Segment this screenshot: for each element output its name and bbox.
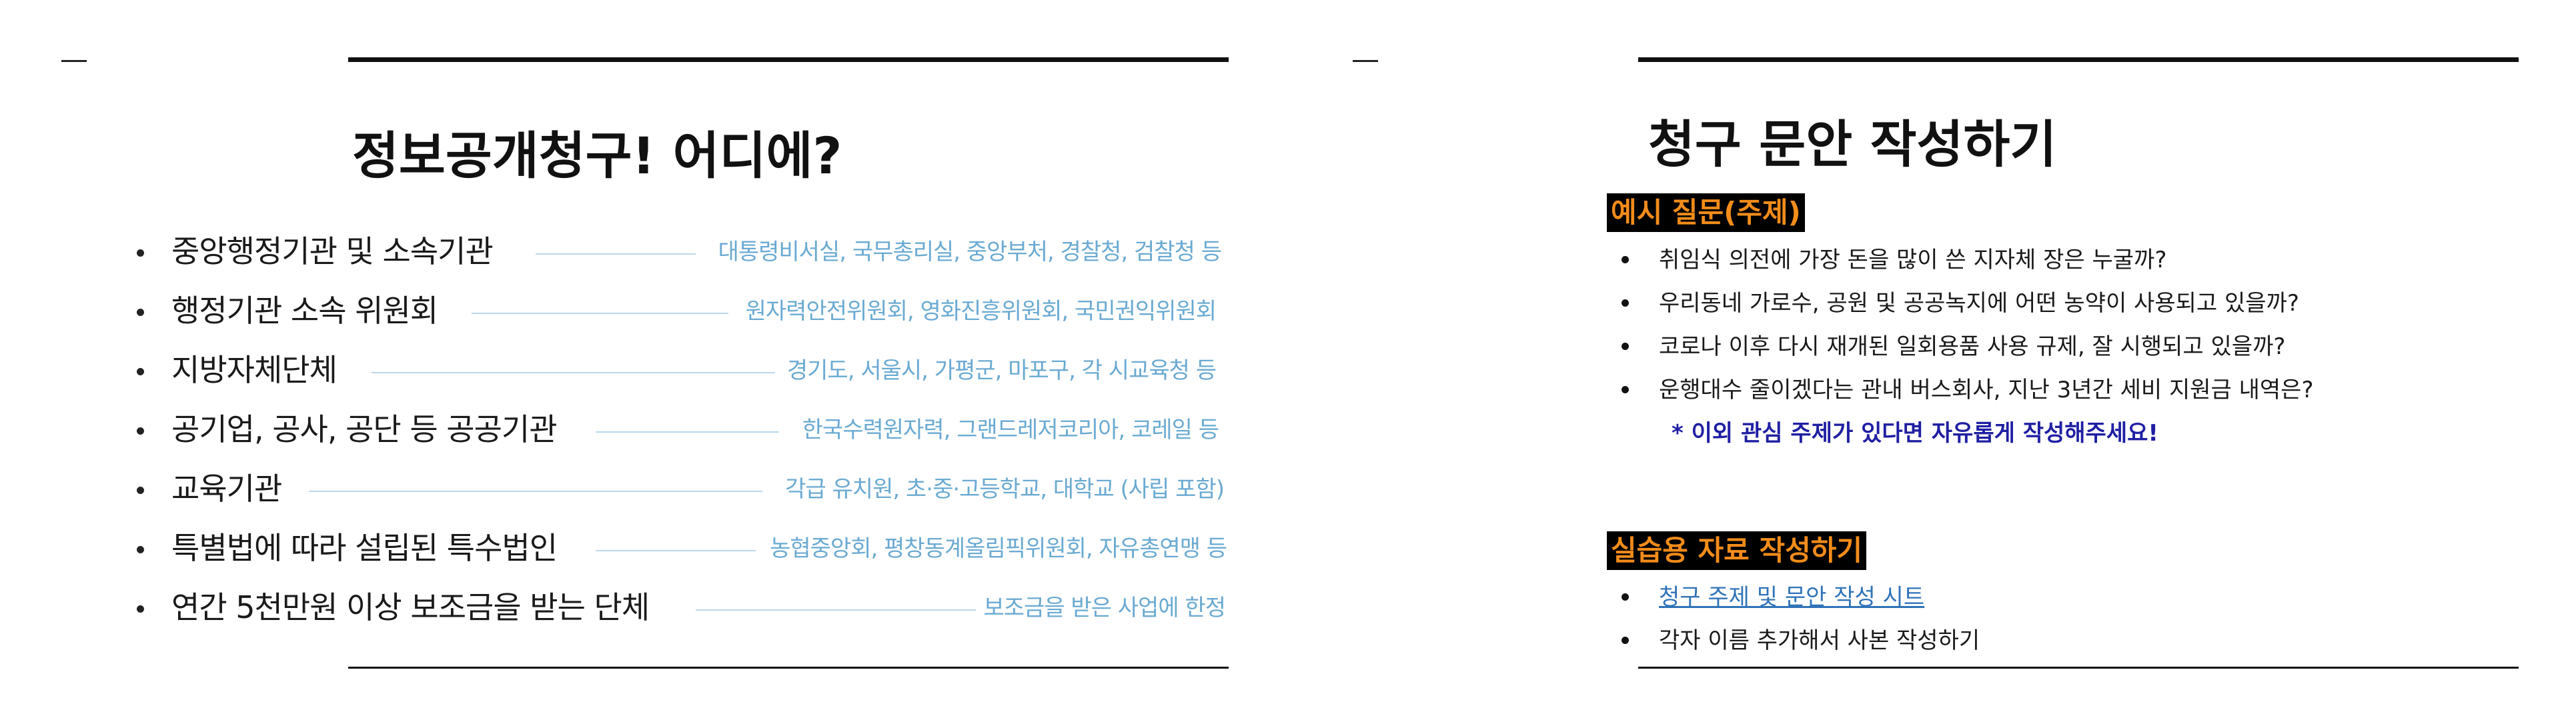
- question-text: 취임식 의전에 가장 돈을 많이 쓴 지자체 장은 누굴까?: [1659, 247, 2167, 273]
- connector-line: [596, 431, 779, 433]
- corner-dash: [61, 60, 87, 62]
- bullet-icon: [137, 487, 144, 494]
- connector-line: [472, 313, 728, 314]
- bullet-icon: [1622, 343, 1629, 350]
- list-item: 지방자체단체 경기도, 서울시, 가평군, 마포구, 각 시교육청 등: [137, 345, 1231, 405]
- practice-heading: 실습용 자료 작성하기: [1607, 531, 1867, 570]
- bullet-icon: [1622, 256, 1629, 263]
- top-rule: [348, 57, 1229, 62]
- list-item: 공기업, 공사, 공단 등 공공기관 한국수력원자력, 그랜드레저코리아, 코레…: [137, 405, 1231, 464]
- connector-line: [596, 550, 756, 551]
- question-text: 운행대수 줄이겠다는 관내 버스회사, 지난 3년간 세비 지원금 내역은?: [1659, 377, 2314, 403]
- institution-label: 연간 5천만원 이상 보조금을 받는 단체: [171, 589, 650, 625]
- list-item: 중앙행정기관 및 소속기관 대통령비서실, 국무총리실, 중앙부처, 경찰청, …: [137, 227, 1231, 286]
- list-item: 우리동네 가로수, 공원 및 공공녹지에 어떤 농약이 사용되고 있을까?: [1607, 285, 2474, 328]
- worksheet-link[interactable]: 청구 주제 및 문안 작성 시트: [1659, 584, 1925, 611]
- connector-line: [536, 253, 696, 255]
- connector-line: [696, 609, 976, 611]
- bullet-icon: [137, 605, 144, 613]
- list-item: 청구 주제 및 문안 작성 시트: [1607, 579, 2474, 622]
- list-item: 연간 5천만원 이상 보조금을 받는 단체 보조금을 받은 사업에 한정: [137, 583, 1231, 642]
- bullet-icon: [137, 427, 144, 435]
- list-item: 행정기관 소속 위원회 원자력안전위원회, 영화진흥위원회, 국민권익위원회: [137, 286, 1231, 345]
- practice-list: 청구 주제 및 문안 작성 시트 각자 이름 추가해서 사본 작성하기: [1607, 579, 2474, 665]
- list-item: 특별법에 따라 설립된 특수법인 농협중앙회, 평창동계올림픽위원회, 자유총연…: [137, 523, 1231, 583]
- list-item: 코로나 이후 다시 재개된 일회용품 사용 규제, 잘 시행되고 있을까?: [1607, 328, 2474, 371]
- bullet-icon: [1622, 593, 1629, 601]
- connector-line: [309, 491, 762, 492]
- slide-title: 청구 문안 작성하기: [1648, 114, 2057, 174]
- bullet-icon: [137, 546, 144, 553]
- bullet-icon: [137, 249, 144, 257]
- slide-where-to-request: 정보공개청구! 어디에? 중앙행정기관 및 소속기관 대통령비서실, 국무총리실…: [61, 57, 1231, 669]
- institution-example: 농협중앙회, 평창동계올림픽위원회, 자유총연맹 등: [770, 535, 1227, 562]
- corner-dash: [1353, 60, 1378, 62]
- question-text: 코로나 이후 다시 재개된 일회용품 사용 규제, 잘 시행되고 있을까?: [1659, 333, 2286, 360]
- connector-line: [372, 372, 775, 373]
- top-rule: [1638, 57, 2519, 62]
- list-item: 운행대수 줄이겠다는 관내 버스회사, 지난 3년간 세비 지원금 내역은?: [1607, 371, 2474, 415]
- list-item: 각자 이름 추가해서 사본 작성하기: [1607, 622, 2474, 665]
- bullet-icon: [137, 309, 144, 316]
- practice-instruction: 각자 이름 추가해서 사본 작성하기: [1659, 627, 1980, 654]
- example-question-list: 취임식 의전에 가장 돈을 많이 쓴 지자체 장은 누굴까? 우리동네 가로수,…: [1607, 241, 2474, 415]
- institution-label: 공기업, 공사, 공단 등 공공기관: [171, 411, 558, 447]
- institution-example: 한국수력원자력, 그랜드레저코리아, 코레일 등: [802, 417, 1219, 443]
- list-item: 교육기관 각급 유치원, 초·중·고등학교, 대학교 (사립 포함): [137, 464, 1231, 523]
- bullet-icon: [1622, 299, 1629, 307]
- examples-heading: 예시 질문(주제): [1607, 193, 1805, 232]
- institution-example: 대통령비서실, 국무총리실, 중앙부처, 경찰청, 검찰청 등: [718, 239, 1222, 265]
- bullet-icon: [1622, 637, 1629, 644]
- institution-list: 중앙행정기관 및 소속기관 대통령비서실, 국무총리실, 중앙부처, 경찰청, …: [137, 227, 1231, 642]
- slide-write-request: 청구 문안 작성하기 예시 질문(주제) 취임식 의전에 가장 돈을 많이 쓴 …: [1288, 0, 2576, 724]
- institution-label: 교육기관: [171, 471, 282, 507]
- institution-example: 경기도, 서울시, 가평군, 마포구, 각 시교육청 등: [786, 357, 1217, 384]
- institution-example: 보조금을 받은 사업에 한정: [983, 595, 1226, 621]
- list-item: 취임식 의전에 가장 돈을 많이 쓴 지자체 장은 누굴까?: [1607, 241, 2474, 285]
- institution-label: 특별법에 따라 설립된 특수법인: [171, 530, 558, 566]
- slide-title: 정보공개청구! 어디에?: [352, 125, 842, 185]
- institution-label: 행정기관 소속 위원회: [171, 293, 438, 329]
- institution-example: 원자력안전위원회, 영화진흥위원회, 국민권익위원회: [745, 298, 1217, 325]
- note-text: * 이외 관심 주제가 있다면 자유롭게 작성해주세요!: [1672, 420, 2158, 447]
- institution-example: 각급 유치원, 초·중·고등학교, 대학교 (사립 포함): [785, 476, 1225, 503]
- question-text: 우리동네 가로수, 공원 및 공공녹지에 어떤 농약이 사용되고 있을까?: [1659, 290, 2299, 317]
- bottom-rule: [348, 667, 1229, 669]
- bullet-icon: [137, 368, 144, 375]
- bullet-icon: [1622, 386, 1629, 393]
- bottom-rule: [1638, 667, 2519, 669]
- institution-label: 지방자체단체: [171, 352, 338, 388]
- institution-label: 중앙행정기관 및 소속기관: [171, 233, 494, 269]
